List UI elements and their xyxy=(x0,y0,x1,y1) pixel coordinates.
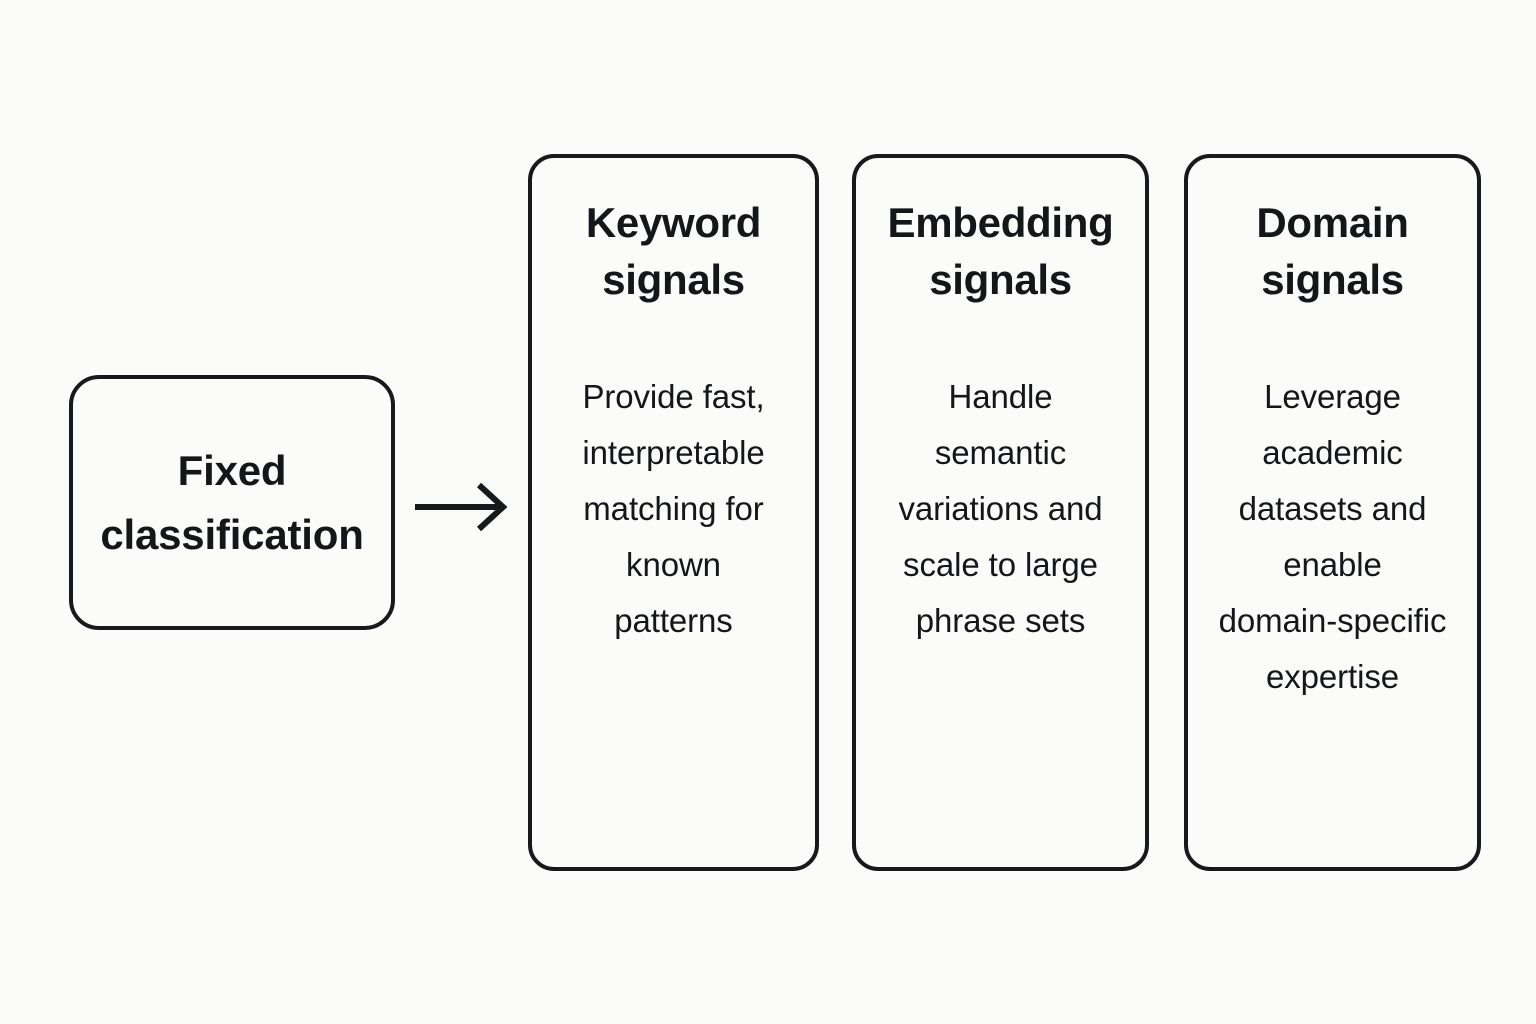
signal-card-title: Domain signals xyxy=(1256,199,1409,303)
source-node-fixed-classification[interactable]: Fixed classification xyxy=(69,375,395,630)
signal-card-keyword[interactable]: Keyword signals Provide fast, interpreta… xyxy=(528,154,819,871)
signal-card-title: Embedding signals xyxy=(887,199,1114,303)
signal-card-title: Keyword signals xyxy=(585,199,762,303)
signal-card-domain[interactable]: Domain signals Leverage academic dataset… xyxy=(1184,154,1481,871)
arrow-right-icon xyxy=(409,477,513,537)
signal-card-body: Provide fast, interpretable matching for… xyxy=(582,378,765,639)
signal-card-body: Handle semantic variations and scale to … xyxy=(898,378,1103,639)
signal-card-body: Leverage academic datasets and enable do… xyxy=(1218,378,1447,695)
signal-card-embedding[interactable]: Embedding signals Handle semantic variat… xyxy=(852,154,1149,871)
source-node-label: Fixed classification xyxy=(100,446,364,558)
